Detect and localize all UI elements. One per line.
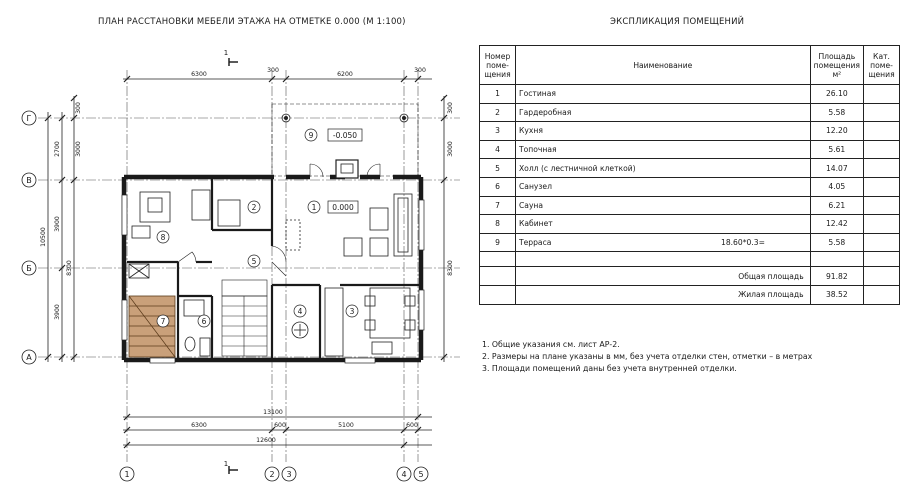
dim-right-2: 3000 bbox=[447, 141, 454, 157]
dim-top-2: 300 bbox=[267, 67, 279, 74]
note-3: 3. Площади помещений даны без учета внут… bbox=[482, 364, 737, 373]
section-mark-bottom: 1 bbox=[224, 460, 228, 468]
dim-top-4: 300 bbox=[414, 67, 426, 74]
toilet bbox=[184, 336, 196, 352]
room-number-8: 8 bbox=[161, 233, 166, 242]
axis-label-2: 2 bbox=[269, 470, 274, 479]
axis-label-3: 3 bbox=[286, 470, 291, 479]
axis-label-g: Г bbox=[27, 114, 32, 123]
floor-plan-drawing: 1 2 3 4 5 6 7 8 9 0.000 -0.050 1 2 3 4 5… bbox=[21, 49, 460, 482]
note-1: 1. Общие указания см. лист АР-2. bbox=[482, 340, 620, 349]
stairs bbox=[221, 279, 268, 357]
dim-bottom-2: 600 bbox=[274, 422, 286, 429]
dim-left-inner-2: 3900 bbox=[54, 216, 61, 232]
column-2 bbox=[399, 113, 409, 123]
header-category: Кат. поме-щения bbox=[862, 45, 900, 85]
dim-bottom-3: 5100 bbox=[338, 422, 354, 429]
dim-bottom-total-2: 12600 bbox=[256, 437, 276, 444]
room-number-5: 5 bbox=[252, 257, 257, 266]
axis-label-b: Б bbox=[26, 264, 32, 273]
room-number-6: 6 bbox=[202, 317, 207, 326]
room-number-9: 9 bbox=[309, 131, 314, 140]
dim-bottom-1: 6300 bbox=[191, 422, 207, 429]
room-number-1: 1 bbox=[312, 203, 317, 212]
room-number-4: 4 bbox=[298, 307, 303, 316]
explication-title: ЭКСПЛИКАЦИЯ ПОМЕЩЕНИЙ bbox=[610, 17, 745, 27]
sink bbox=[183, 299, 205, 317]
dim-left-inner-1: 2700 bbox=[54, 141, 61, 157]
header-name: Наименование bbox=[514, 45, 811, 85]
armchair bbox=[369, 207, 389, 231]
elevation-1-label: 0.000 bbox=[332, 203, 354, 212]
fireplace bbox=[335, 159, 359, 179]
terrace-formula: 18.60*0.3= bbox=[720, 237, 765, 247]
dim-top-3: 6200 bbox=[337, 71, 353, 78]
wardrobe bbox=[217, 199, 241, 227]
axis-label-a: А bbox=[26, 353, 32, 362]
header-number: Номер поме-щения bbox=[479, 45, 516, 85]
axis-bubbles bbox=[21, 110, 429, 482]
dim-right-3: 8300 bbox=[447, 260, 454, 276]
explication-table: Номер поме-щения Наименование Площадь по… bbox=[479, 45, 900, 305]
desk bbox=[139, 191, 171, 223]
room-number-7: 7 bbox=[161, 317, 166, 326]
dim-left-outer: 10500 bbox=[40, 227, 47, 247]
dim-right-1: 300 bbox=[447, 102, 454, 114]
dim-left-row-1: 300 bbox=[75, 102, 82, 114]
boiler bbox=[291, 321, 309, 339]
room-number-3: 3 bbox=[350, 307, 355, 316]
dim-top-1: 6300 bbox=[191, 71, 207, 78]
header-area: Площадь помещения м² bbox=[809, 45, 864, 85]
kitchen-counter bbox=[324, 287, 344, 357]
room-number-2: 2 bbox=[252, 203, 257, 212]
note-2: 2. Размеры на плане указаны в мм, без уч… bbox=[482, 352, 813, 361]
grid-lines bbox=[38, 70, 460, 462]
dining-table bbox=[369, 287, 411, 339]
dim-bottom-4: 600 bbox=[406, 422, 418, 429]
sauna-heater bbox=[128, 263, 150, 279]
dim-left-inner-4: 3900 bbox=[54, 304, 61, 320]
column-1 bbox=[281, 113, 291, 123]
section-mark-top: 1 bbox=[224, 49, 228, 57]
axis-label-4: 4 bbox=[401, 470, 406, 479]
plan-title: ПЛАН РАССТАНОВКИ МЕБЕЛИ ЭТАЖА НА ОТМЕТКЕ… bbox=[98, 17, 406, 27]
elevation-box-9 bbox=[327, 128, 363, 142]
elevation-box-1 bbox=[327, 200, 359, 214]
room-markers bbox=[156, 128, 359, 328]
elevation-9-label: -0.050 bbox=[333, 131, 357, 140]
table-row-blank bbox=[479, 251, 900, 268]
dim-left-inner-3: 8300 bbox=[66, 260, 73, 276]
axis-label-5: 5 bbox=[418, 470, 423, 479]
axis-label-v: В bbox=[26, 176, 32, 185]
axis-label-1: 1 bbox=[124, 470, 129, 479]
sofa bbox=[393, 193, 413, 257]
dim-left-row-2: 3000 bbox=[75, 141, 82, 157]
dim-bottom-total-1: 13100 bbox=[263, 409, 283, 416]
